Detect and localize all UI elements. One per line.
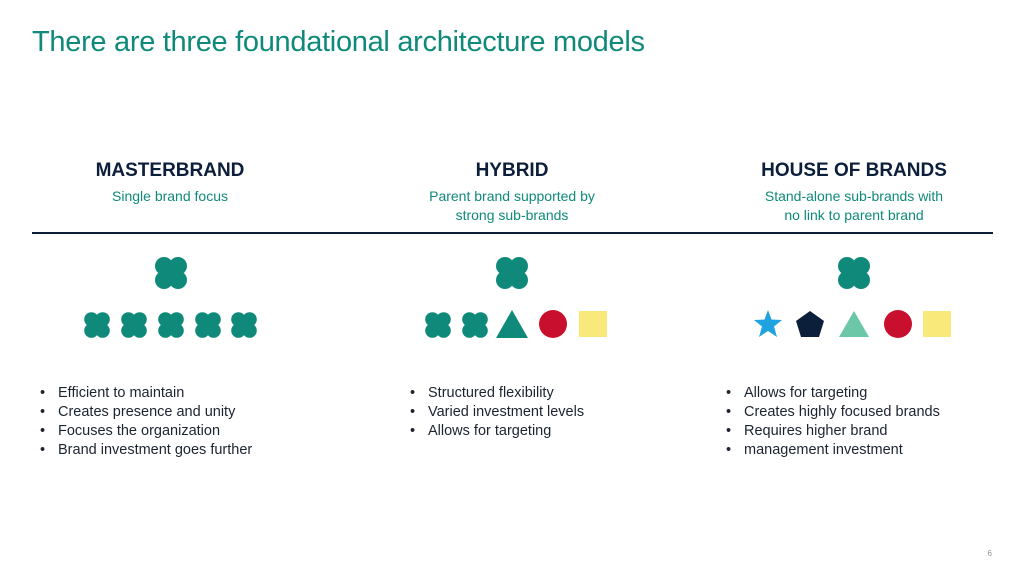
column-heading: MASTERBRAND [95,160,245,181]
column-subtitle-line: no link to parent brand [784,207,924,223]
triangle-icon [496,310,528,338]
masterbrand-icons [84,257,257,338]
list-item: Efficient to maintain [36,384,252,403]
quatrefoil-icon [155,257,187,289]
quatrefoil-icon [121,312,147,338]
quatrefoil-icon [425,312,451,338]
list-item: Creates presence and unity [36,403,252,422]
slide-title: There are three foundational architectur… [32,26,645,58]
quatrefoil-icon [84,312,110,338]
house-of-brands-icons [754,257,951,338]
list-item: Allows for targeting [406,422,584,441]
column-subtitle-line: Single brand focus [112,188,228,204]
hybrid-bullets: Structured flexibility Varied investment… [406,384,584,441]
list-item: Varied investment levels [406,403,584,422]
list-item: Brand investment goes further [36,441,252,460]
column-hybrid-header: HYBRID Parent brand supported by strong … [362,158,662,225]
column-heading: HOUSE OF BRANDS [761,160,947,181]
quatrefoil-icon [462,312,488,338]
page-number: 6 [987,549,992,558]
column-subtitle: Single brand focus [20,187,320,206]
column-heading: HYBRID [475,160,549,181]
quatrefoil-icon [158,312,184,338]
header-divider [32,232,993,234]
list-item-continuation: management investment [722,441,940,460]
circle-icon [884,310,912,338]
column-subtitle-line: Parent brand supported by [429,188,595,204]
pentagon-icon [796,311,824,337]
column-masterbrand-header: MASTERBRAND Single brand focus [20,158,320,206]
square-icon [923,311,951,337]
house-of-brands-bullets: Allows for targeting Creates highly focu… [722,384,940,460]
column-subtitle-line: Stand-alone sub-brands with [764,188,944,204]
list-item: Allows for targeting [722,384,940,403]
list-item: Requires higher brand [722,422,940,441]
column-subtitle: Parent brand supported by strong sub-bra… [362,187,662,225]
column-subtitle: Stand-alone sub-brands with no link to p… [704,187,1004,225]
list-item: Focuses the organization [36,422,252,441]
quatrefoil-icon [496,257,528,289]
quatrefoil-icon [231,312,257,338]
circle-icon [539,310,567,338]
list-item: Creates highly focused brands [722,403,940,422]
list-item: Structured flexibility [406,384,584,403]
quatrefoil-icon [195,312,221,338]
star-icon [754,310,782,337]
hybrid-icons [425,257,607,338]
column-house-of-brands-header: HOUSE OF BRANDS Stand-alone sub-brands w… [704,158,1004,225]
triangle-icon [839,311,869,337]
quatrefoil-icon [838,257,870,289]
square-icon [579,311,607,337]
column-subtitle-line: strong sub-brands [455,207,569,223]
masterbrand-bullets: Efficient to maintain Creates presence a… [36,384,252,460]
